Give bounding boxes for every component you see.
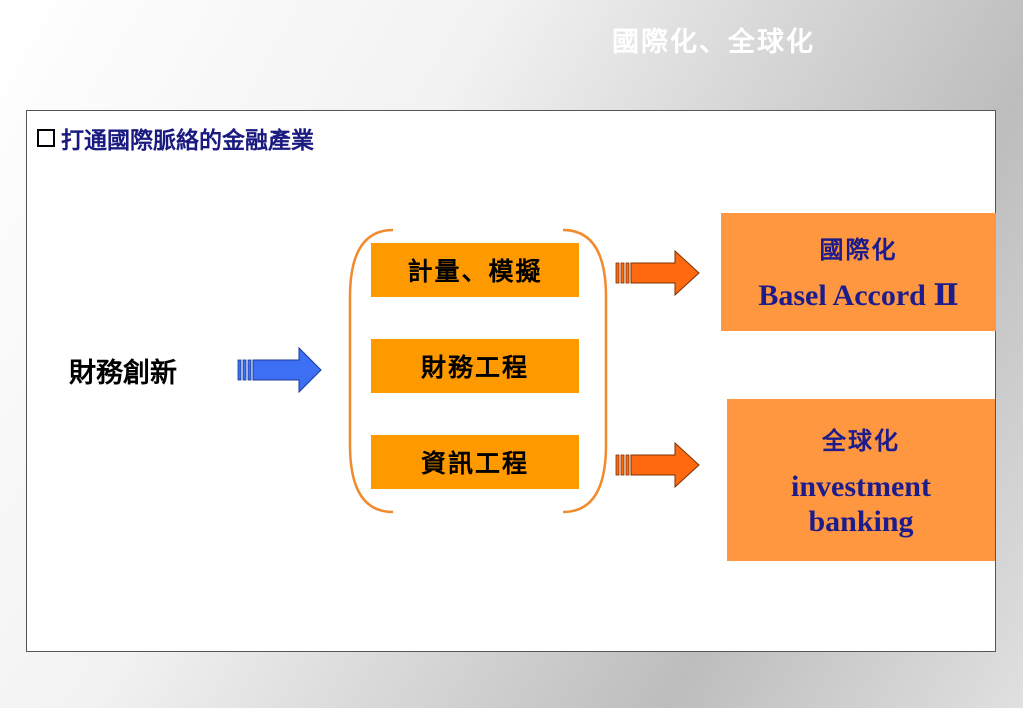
orange-arrow-top-icon bbox=[615, 249, 700, 297]
middle-box-label: 資訊工程 bbox=[420, 449, 529, 478]
output-title: 國際化 bbox=[819, 235, 898, 265]
middle-box-information-engineering: 資訊工程 bbox=[371, 435, 579, 489]
checkbox-bullet-icon bbox=[37, 129, 55, 147]
content-panel: 打通國際脈絡的金融產業 財務創新 計量、模擬 財務工程 資訊工程 國際化 Bas… bbox=[26, 110, 996, 652]
output-subtitle: investment banking bbox=[791, 470, 931, 538]
output-title: 全球化 bbox=[822, 426, 900, 455]
blue-arrow-icon bbox=[237, 346, 322, 394]
middle-box-label: 計量、模擬 bbox=[407, 257, 543, 286]
output-subtitle: Basel Accord Ⅱ bbox=[758, 279, 959, 313]
middle-box-financial-engineering: 財務工程 bbox=[371, 339, 579, 393]
financial-innovation-label: 財務創新 bbox=[69, 358, 177, 389]
middle-box-simulation: 計量、模擬 bbox=[371, 243, 579, 297]
bracket-group-icon bbox=[348, 228, 608, 514]
bullet-row: 打通國際脈絡的金融產業 bbox=[37, 121, 314, 155]
output-box-internationalization: 國際化 Basel Accord Ⅱ bbox=[721, 213, 996, 331]
orange-arrow-bottom-icon bbox=[615, 441, 700, 489]
slide-title: 國際化、全球化 bbox=[612, 27, 815, 58]
output-box-globalization: 全球化 investment banking bbox=[727, 399, 995, 561]
bullet-text: 打通國際脈絡的金融產業 bbox=[61, 127, 314, 154]
middle-box-label: 財務工程 bbox=[420, 353, 529, 382]
